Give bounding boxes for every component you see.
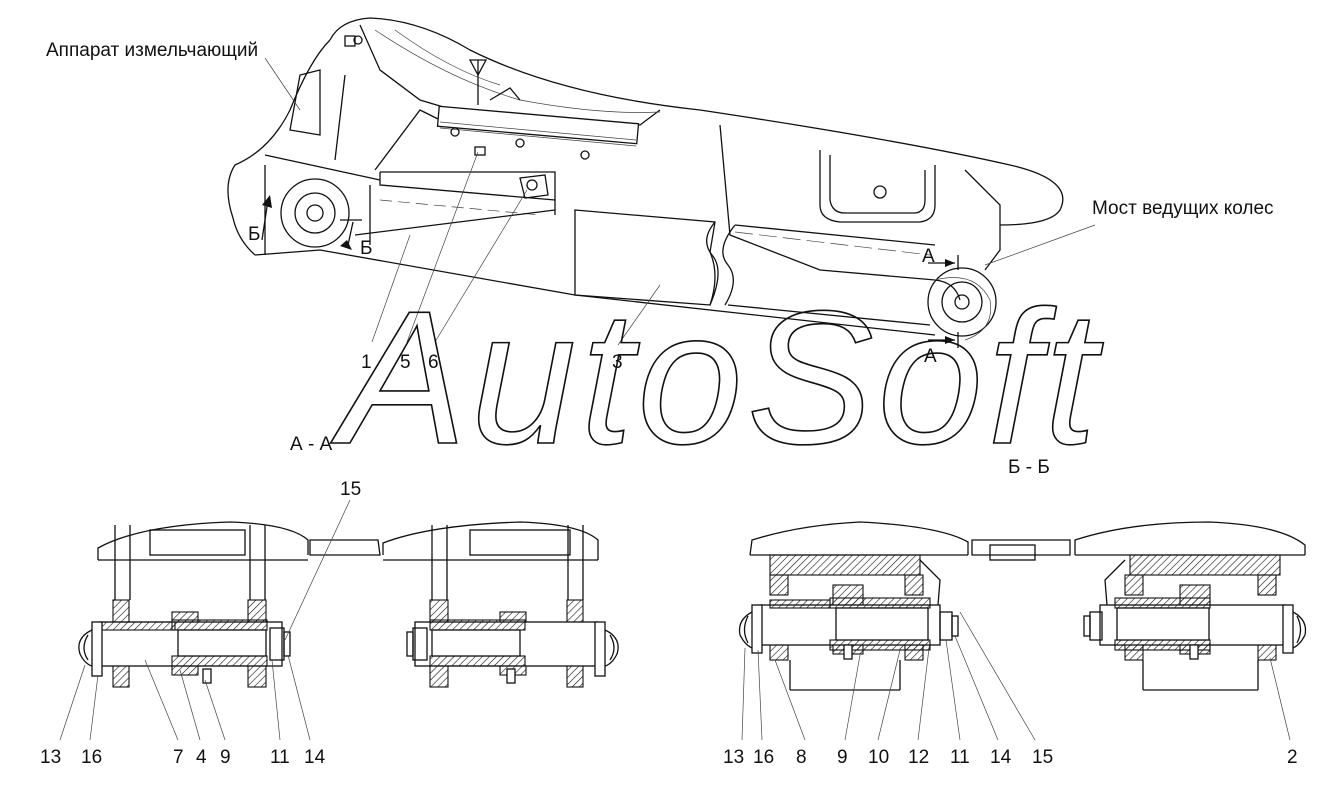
callout-number: 9 [220, 747, 231, 768]
section-b-b: Б - Б [723, 457, 1307, 768]
callout-number: 16 [753, 747, 774, 768]
callout-number: 9 [837, 747, 848, 768]
callout-number: 14 [304, 747, 326, 768]
callout-number: 13 [40, 747, 61, 768]
section-letter-a: А [924, 346, 937, 367]
section-title-b-b: Б - Б [1008, 457, 1050, 478]
callout-number: 15 [1032, 747, 1053, 768]
callout-number: 6 [428, 352, 439, 373]
callout-number: 11 [270, 747, 290, 768]
callout-number: 15 [340, 479, 361, 500]
callout-number: 7 [173, 747, 184, 768]
callout-number: 11 [950, 747, 970, 768]
section-title-a-a: А - А [290, 434, 333, 455]
callout-number: 3 [612, 352, 623, 373]
section-mark-b-left: Б [248, 195, 272, 245]
callout-number: 10 [868, 747, 889, 768]
section-letter-b: Б [360, 238, 372, 259]
callout-number: 8 [796, 747, 807, 768]
callout-number: 1 [361, 352, 372, 373]
callout-number: 16 [81, 747, 102, 768]
label-drive-axle: Мост ведущих колес [1092, 198, 1274, 219]
section-letter-b: Б [248, 224, 260, 245]
top-view: Б Б А А Аппарат измельчающий Мост ведущи… [46, 17, 1274, 373]
section-mark-a-bottom: А [924, 332, 959, 367]
label-chopper: Аппарат измельчающий [46, 40, 258, 61]
callout-number: 4 [196, 747, 207, 768]
section-mark-a-top: А [922, 246, 959, 270]
callout-number: 14 [990, 747, 1012, 768]
section-mark-b-right: Б [340, 219, 372, 259]
section-letter-a: А [922, 246, 935, 267]
callout-number: 12 [908, 747, 929, 768]
section-a-a: А - А [40, 434, 619, 768]
callout-number: 5 [400, 352, 411, 373]
callout-number: 13 [723, 747, 744, 768]
watermark: AutoSoft [330, 272, 1104, 484]
callout-number: 2 [1287, 747, 1298, 768]
